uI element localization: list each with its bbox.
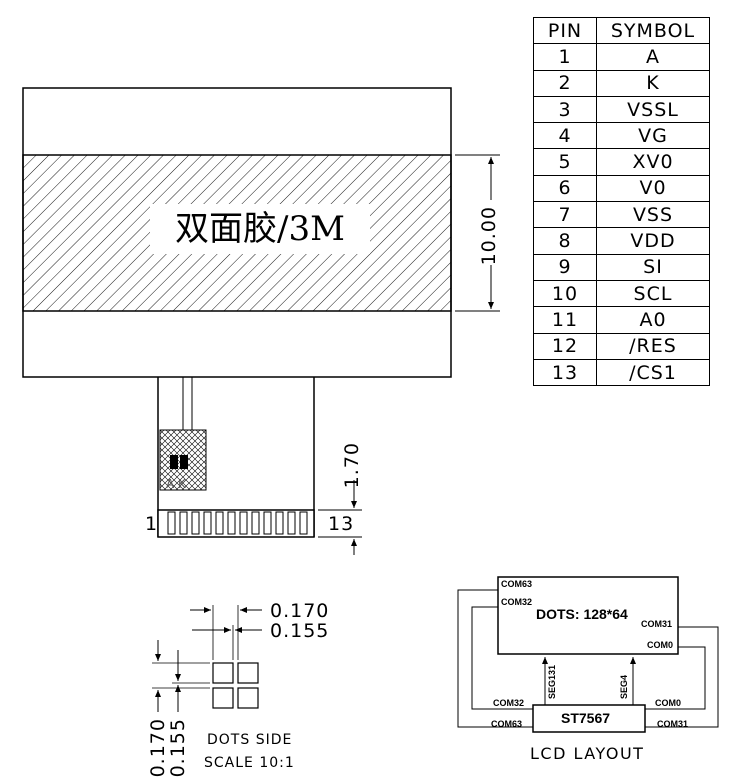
- dot-pitch-h: 0.170: [270, 600, 330, 622]
- pin-symbol: K: [596, 69, 710, 97]
- pin-symbol: VSSL: [596, 95, 710, 124]
- connector-pins: [167, 511, 308, 535]
- com31-top-label: COM31: [641, 619, 673, 629]
- com0-bottom-label: COM0: [655, 698, 682, 708]
- controller-label: ST7567: [561, 710, 611, 726]
- tape-height-dimension: [455, 154, 500, 312]
- dots-caption-1: DOTS SIDE: [207, 732, 293, 748]
- com32-top-label: COM32: [501, 597, 533, 607]
- pin-number: 8: [533, 227, 597, 255]
- pin-symbol: SI: [596, 253, 710, 281]
- pin-number: 13: [533, 358, 597, 387]
- header-symbol: SYMBOL: [596, 16, 710, 45]
- pin-number: 10: [533, 279, 597, 308]
- dot-size-h: 0.155: [270, 620, 330, 642]
- pin-symbol: SCL: [596, 279, 710, 308]
- pin-number: 7: [533, 201, 597, 229]
- header-pin: PIN: [533, 16, 597, 45]
- com31-bottom-label: COM31: [657, 719, 689, 729]
- seg4-label: SEG4: [619, 675, 629, 700]
- table-row: 12/RES: [533, 332, 710, 360]
- pin-number: 2: [533, 69, 597, 97]
- dim-fpc-offset: 1.70: [341, 442, 363, 489]
- lcd-layout-caption: LCD LAYOUT: [530, 744, 645, 763]
- connector-strip: [157, 509, 315, 538]
- pin-number: 9: [533, 253, 597, 281]
- fpc-offset-dimension: [318, 480, 362, 555]
- com32-bottom-label: COM32: [493, 698, 525, 708]
- lcd-layout-diagram: [457, 576, 719, 733]
- tape-label: 双面胶/3M: [150, 204, 370, 254]
- table-row: 13/CS1: [533, 358, 710, 387]
- pin-symbol: /CS1: [596, 358, 710, 387]
- pin-symbol: VDD: [596, 227, 710, 255]
- pin-symbol: VG: [596, 122, 710, 150]
- pin-number: 11: [533, 306, 597, 334]
- pin-symbol: A0: [596, 306, 710, 334]
- pin-end-label: 13: [328, 513, 355, 535]
- pin-number: 5: [533, 148, 597, 176]
- dot-size-v: 0.155: [167, 718, 189, 778]
- com63-bottom-label: COM63: [491, 719, 523, 729]
- pin-number: 1: [533, 43, 597, 71]
- panel-dots-label: DOTS: 128*64: [536, 606, 628, 622]
- pin-start-label: 1: [145, 513, 159, 535]
- pin-symbol: A: [596, 43, 710, 71]
- dim-tape-height: 10.00: [478, 206, 500, 266]
- fpc-tail: [157, 377, 315, 538]
- dots-detail: [152, 605, 262, 712]
- com0-top-label: COM0: [647, 640, 674, 650]
- dots-caption-2: SCALE 10:1: [204, 755, 295, 771]
- lcd-panel: [497, 576, 679, 655]
- pin-symbol: VSS: [596, 201, 710, 229]
- pin-number: 6: [533, 174, 597, 203]
- dot-pitch-v: 0.170: [147, 718, 169, 778]
- com63-top-label: COM63: [501, 579, 533, 589]
- pin-table-header: PIN SYMBOL: [533, 16, 710, 45]
- pin-symbol: V0: [596, 174, 710, 203]
- pin-symbol: XV0: [596, 148, 710, 176]
- pin-number: 3: [533, 95, 597, 124]
- fpc-marking: A K: [166, 477, 186, 491]
- controller-chip: [532, 704, 646, 733]
- pin-symbol: /RES: [596, 332, 710, 360]
- pin-number: 12: [533, 332, 597, 360]
- adhesive-tape: [22, 154, 452, 312]
- pin-number: 4: [533, 122, 597, 150]
- seg131-label: SEG131: [547, 665, 557, 700]
